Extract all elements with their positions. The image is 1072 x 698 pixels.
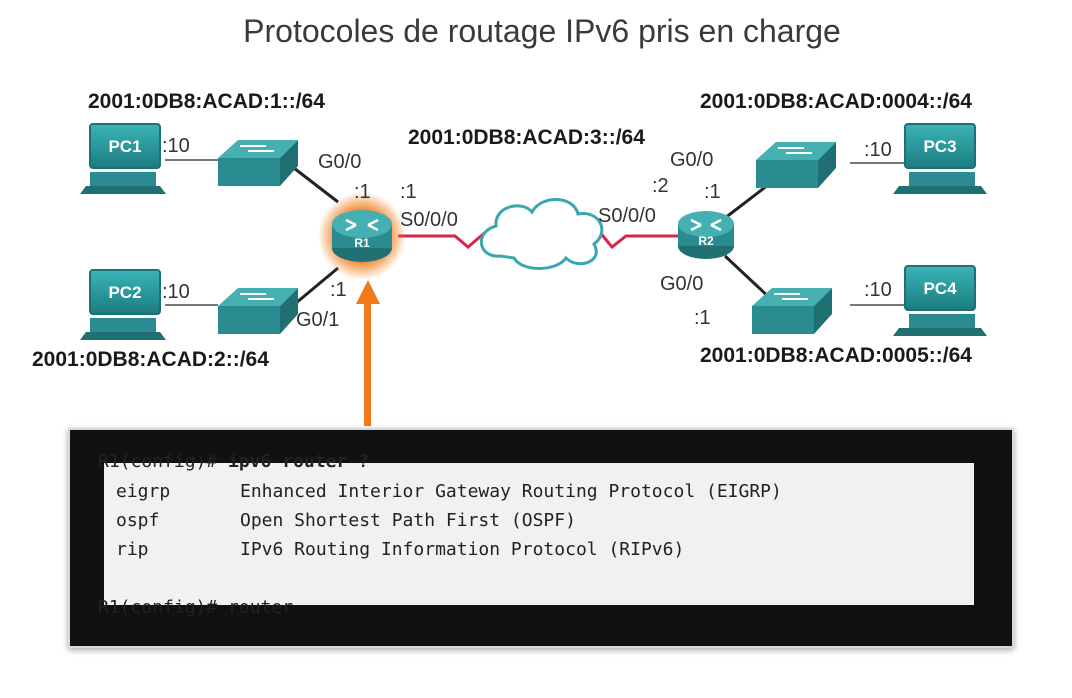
pc1-icon: PC1 xyxy=(80,123,166,194)
r2-g00-top-addr: :1 xyxy=(704,181,721,203)
r1-g00-label: G0/0 xyxy=(318,151,361,173)
pc4-icon: PC4 xyxy=(893,265,987,336)
network-label-lan4: 2001:0DB8:ACAD:0004::/64 xyxy=(700,90,972,113)
r2-g00-bottom-label: G0/0 xyxy=(660,273,703,295)
r2-s000-label: S0/0/0 xyxy=(598,205,656,227)
pc1-host-addr: :10 xyxy=(162,135,190,157)
r2-g00-bottom-addr: :1 xyxy=(694,307,711,329)
pc2-label: PC2 xyxy=(108,283,141,302)
terminal-command: ipv6 router ? xyxy=(228,451,369,472)
pc1-label: PC1 xyxy=(108,137,141,156)
r1-s000-addr: :1 xyxy=(400,181,417,203)
pc3-host-addr: :10 xyxy=(864,139,892,161)
pc4-host-addr: :10 xyxy=(864,279,892,301)
serial-link-r1 xyxy=(398,228,489,249)
r2-label: R2 xyxy=(698,234,714,248)
pc2-icon: PC2 xyxy=(80,269,166,340)
protocol-desc: IPv6 Routing Information Protocol (RIPv6… xyxy=(240,539,685,560)
r1-g00-addr: :1 xyxy=(354,181,371,203)
protocol-desc: Open Shortest Path First (OSPF) xyxy=(240,510,576,531)
page-title: Protocoles de routage IPv6 pris en charg… xyxy=(243,13,841,49)
terminal-row: rip IPv6 Routing Information Protocol (RI… xyxy=(116,539,684,560)
pc4-label: PC4 xyxy=(923,279,957,298)
protocol-name: rip xyxy=(116,539,149,560)
r1-g01-addr: :1 xyxy=(330,279,347,301)
terminal-prompt: R1(config)# xyxy=(98,451,229,472)
protocol-name: eigrp xyxy=(116,481,171,502)
r1-label: R1 xyxy=(354,236,370,250)
r2-g00-top-label: G0/0 xyxy=(670,149,713,171)
network-label-lan2: 2001:0DB8:ACAD:2::/64 xyxy=(32,348,269,371)
serial-link-r2 xyxy=(596,229,682,250)
r1-s000-label: S0/0/0 xyxy=(400,209,458,231)
terminal-output: R1(config)# ipv6 router ? eigrp Enhanced … xyxy=(98,451,974,618)
protocol-desc: Enhanced Interior Gateway Routing Protoc… xyxy=(240,481,782,502)
r1-router-icon: R1 xyxy=(318,192,406,280)
terminal-row: eigrp Enhanced Interior Gateway Routing P… xyxy=(116,481,782,502)
pc3-icon: PC3 xyxy=(893,123,987,194)
switch-icon xyxy=(218,288,298,334)
network-label-lan1: 2001:0DB8:ACAD:1::/64 xyxy=(88,90,325,113)
network-label-wan: 2001:0DB8:ACAD:3::/64 xyxy=(408,126,645,149)
switch-icon xyxy=(756,142,836,188)
network-links xyxy=(165,159,905,310)
protocol-name: ospf xyxy=(116,510,160,531)
terminal-command-line: R1(config)# ipv6 router ? xyxy=(98,451,369,472)
network-label-lan5: 2001:0DB8:ACAD:0005::/64 xyxy=(700,344,972,367)
highlight-arrow-icon xyxy=(356,280,380,426)
terminal-row: ospf Open Shortest Path First (OSPF) xyxy=(116,510,576,531)
r2-router-icon: R2 xyxy=(678,211,734,259)
pc2-host-addr: :10 xyxy=(162,281,190,303)
pc3-label: PC3 xyxy=(923,137,956,156)
switch-icon xyxy=(218,140,298,186)
r2-s000-addr: :2 xyxy=(652,175,669,197)
terminal-last-line: R1(config)# router xyxy=(98,597,294,618)
switch-icon xyxy=(752,288,832,334)
r1-g01-label: G0/1 xyxy=(296,309,339,331)
wan-cloud-icon xyxy=(479,198,604,270)
